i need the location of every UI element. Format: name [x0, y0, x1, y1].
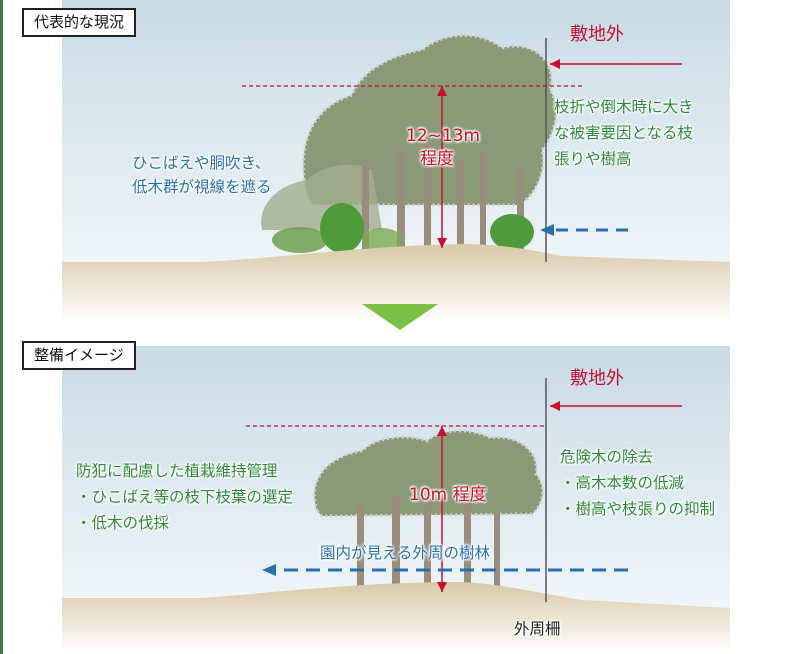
height-label-1b: 程度: [420, 149, 454, 169]
risk-text-1: 枝折や倒木時に大き: [554, 98, 694, 116]
sucker-text-2: 低木群が視線を遮る: [132, 178, 272, 196]
mgmt-text-2: ・ひこばえ等の枝下枝葉の選定: [76, 488, 294, 506]
mgmt-text-1: 防犯に配慮した植栽維持管理: [76, 462, 278, 480]
tree-canopy-pruned: [312, 429, 545, 518]
target-state-panel: [62, 346, 730, 654]
left-accent-bar: [0, 0, 3, 654]
ground: [62, 244, 730, 322]
mgmt-text-3: ・低木の伐採: [76, 514, 170, 532]
target-state-illustration: [62, 346, 730, 654]
risk-text-3: 張りや樹高: [554, 150, 632, 168]
current-state-tab: 代表的な現況: [22, 8, 137, 37]
fence-label: 外周柵: [514, 620, 561, 638]
danger-text-1: 危険木の除去: [560, 448, 654, 466]
current-state-illustration: [62, 0, 730, 322]
danger-text-3: ・樹高や枝張りの抑制: [560, 500, 716, 518]
view-text: 園内が見える外周の樹林: [320, 544, 491, 562]
shrubs: [272, 203, 534, 253]
danger-text-2: ・高木本数の低減: [560, 474, 685, 492]
current-state-panel: [62, 0, 730, 322]
height-label-2: 10m 程度: [409, 485, 487, 505]
ground: [62, 582, 730, 654]
height-label-1a: 12~13m: [406, 126, 481, 146]
outside-label-2: 敷地外: [570, 368, 624, 389]
risk-text-2: な被害要因となる枝: [554, 124, 694, 142]
outside-label-1: 敷地外: [570, 24, 624, 45]
transition-arrow-icon: [362, 304, 438, 330]
sucker-text-1: ひこばえや胴吹き、: [132, 154, 271, 172]
tree-trunks-pruned: [357, 491, 500, 601]
target-state-tab: 整備イメージ: [22, 341, 136, 370]
tree-trunks: [362, 140, 524, 255]
